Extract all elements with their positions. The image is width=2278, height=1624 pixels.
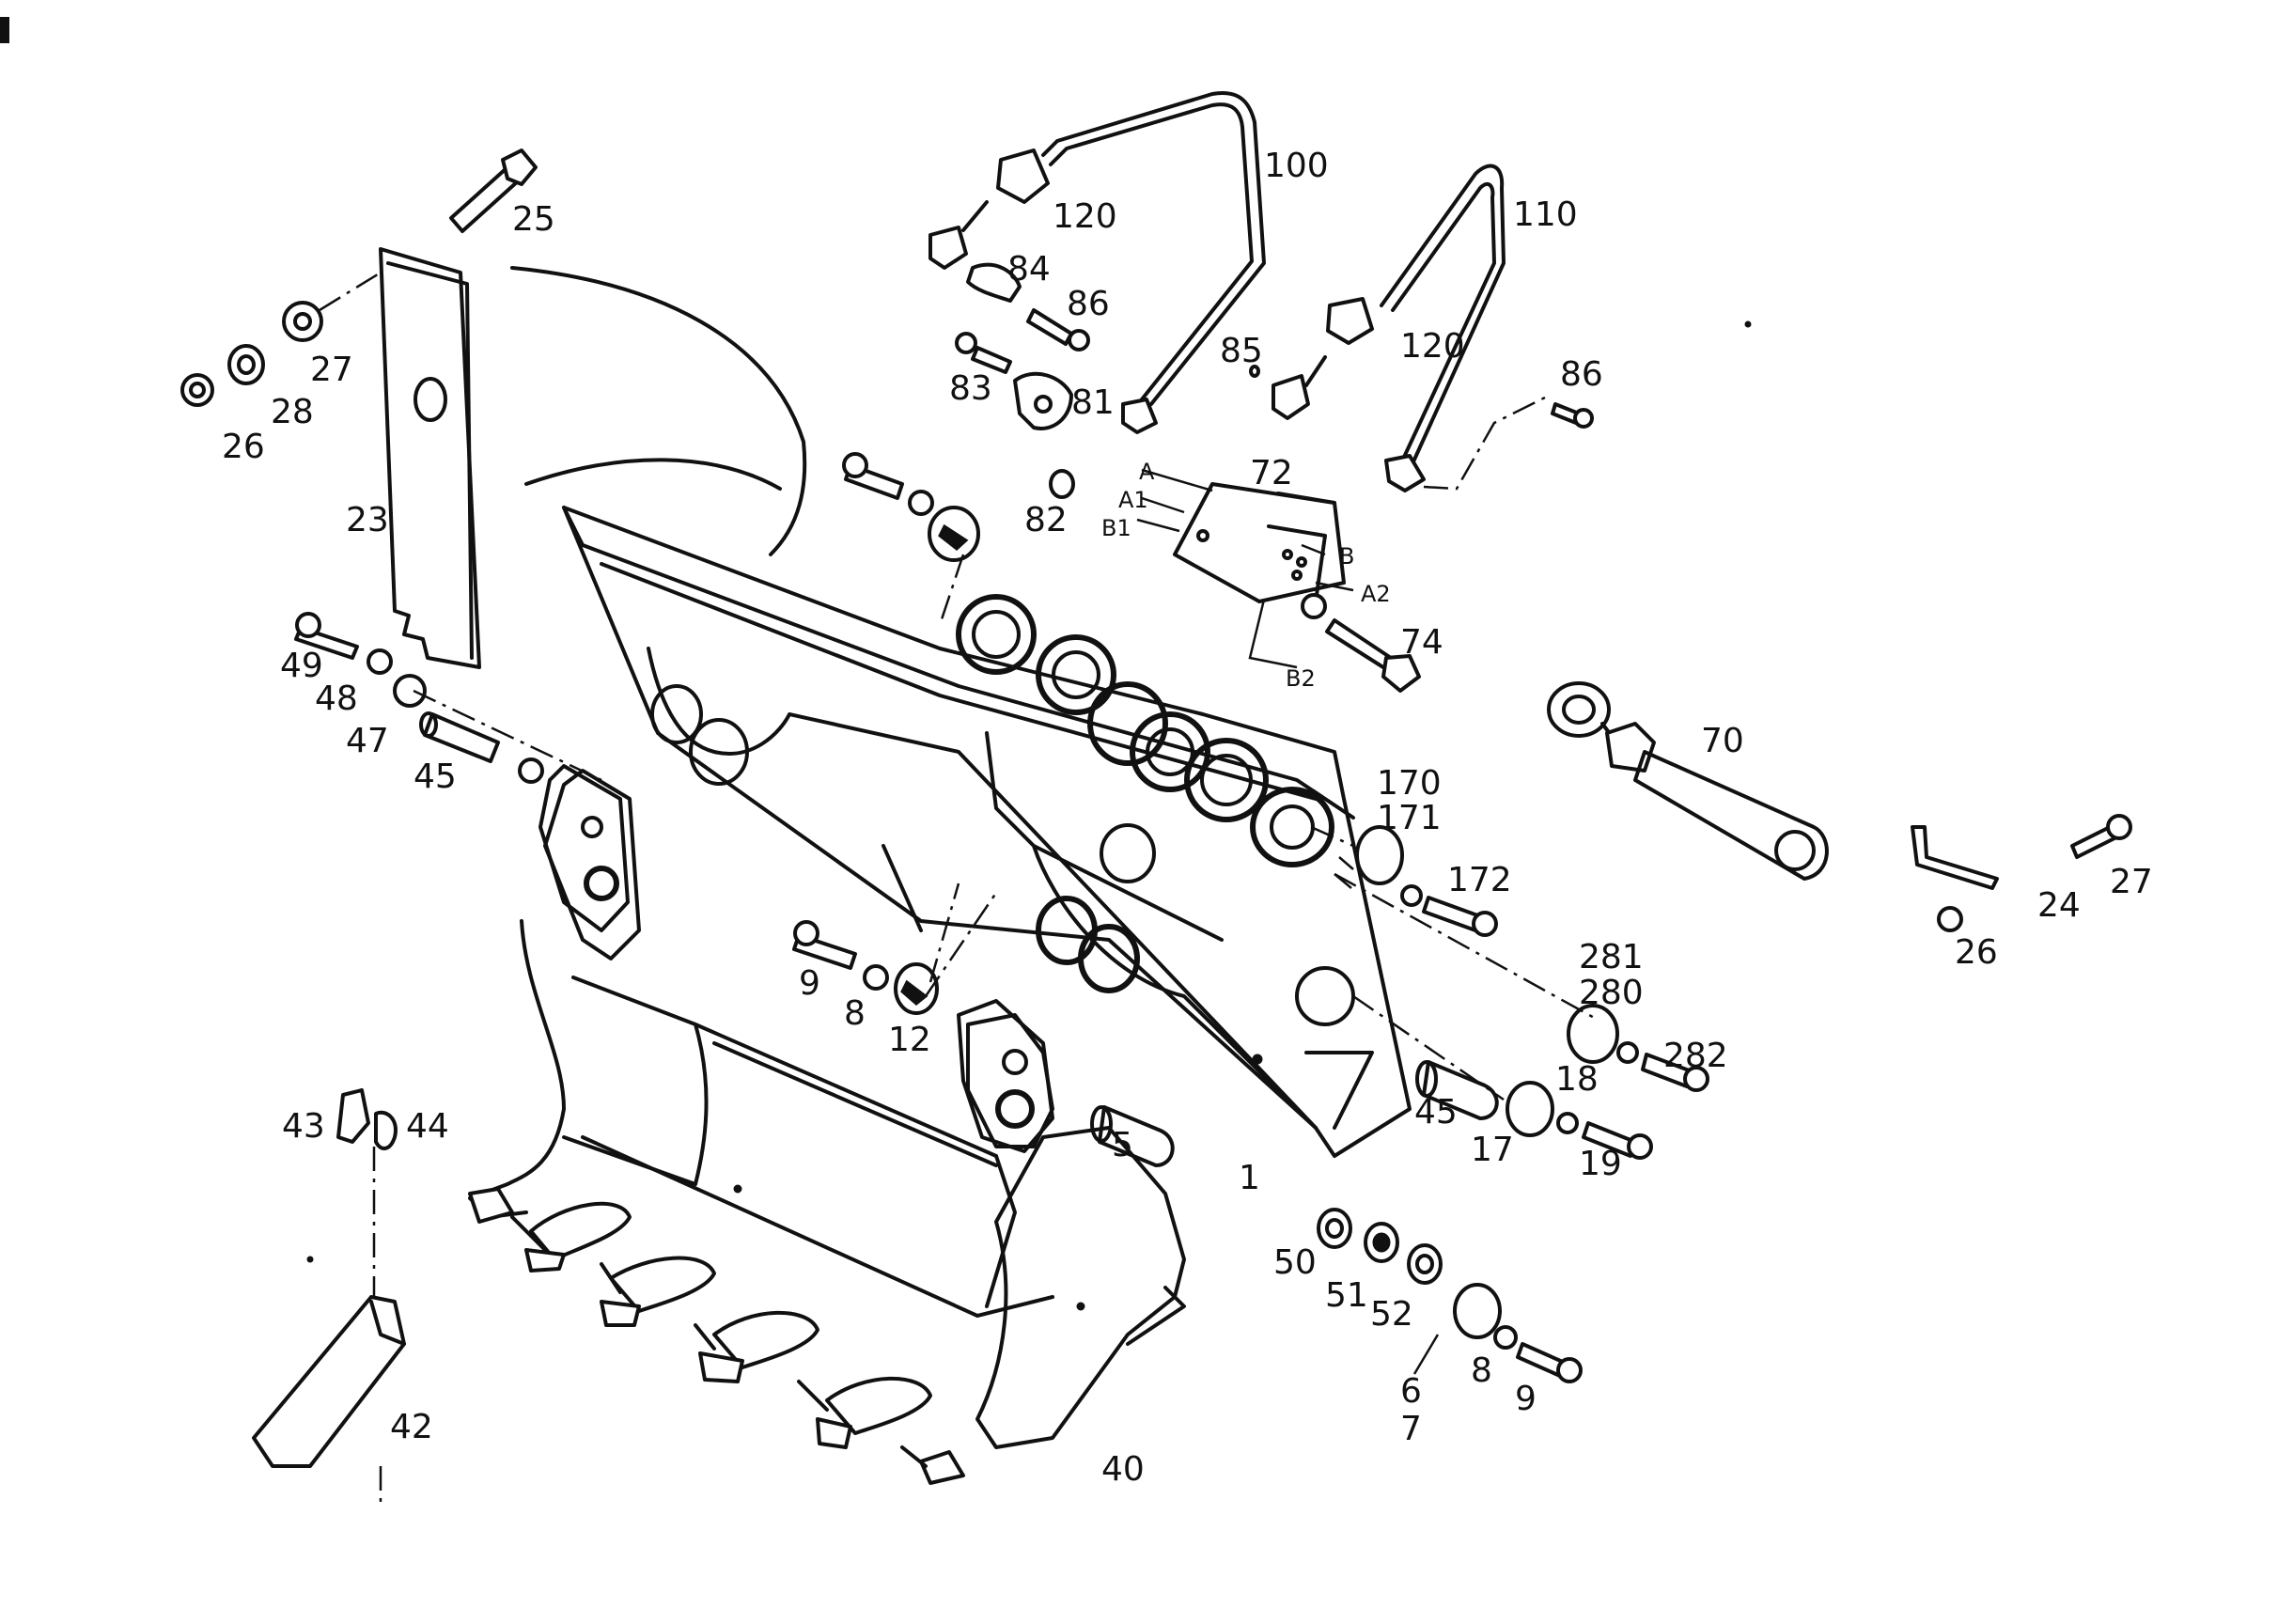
label-9-right: 9 <box>1515 1380 1537 1418</box>
label-120-top: 120 <box>1053 197 1117 236</box>
bolt-86-top <box>1026 308 1090 351</box>
bolt-27-right <box>2070 814 2132 859</box>
cylinder-70 <box>1547 681 1829 881</box>
label-85: 85 <box>1220 332 1263 370</box>
label-28: 28 <box>271 393 314 431</box>
cap-170 <box>1355 825 1498 937</box>
bolt-86-right <box>1551 402 1594 429</box>
label-18: 18 <box>1555 1060 1599 1099</box>
label-281: 281 <box>1579 938 1644 976</box>
label-19: 19 <box>1579 1145 1622 1183</box>
label-12: 12 <box>888 1021 931 1059</box>
nut-washer-set-left <box>180 271 382 407</box>
label-86-top: 86 <box>1067 285 1110 323</box>
label-44: 44 <box>406 1107 449 1146</box>
label-172: 172 <box>1447 861 1512 899</box>
label-45-right: 45 <box>1414 1093 1458 1132</box>
label-1: 1 <box>1239 1159 1260 1197</box>
side-lug-right <box>957 999 1054 1153</box>
cap-17 <box>1506 1081 1653 1160</box>
label-8-left: 8 <box>844 994 866 1033</box>
label-27-right: 27 <box>2110 863 2153 901</box>
port-label-b1: B1 <box>1101 515 1131 541</box>
port-label-a2: A2 <box>1361 581 1391 607</box>
label-17: 17 <box>1471 1131 1514 1169</box>
label-82: 82 <box>1024 501 1068 539</box>
label-50: 50 <box>1273 1243 1317 1282</box>
nut-26-right <box>1937 906 1963 932</box>
label-6: 6 <box>1400 1372 1422 1411</box>
label-5: 5 <box>1112 1126 1133 1164</box>
label-84: 84 <box>1007 250 1051 289</box>
pin-assembly-left <box>294 612 602 784</box>
o-ring-85 <box>1249 365 1260 378</box>
label-170: 170 <box>1377 764 1442 803</box>
label-23: 23 <box>346 501 389 539</box>
label-171: 171 <box>1377 799 1442 837</box>
plate-23 <box>379 247 481 669</box>
tooth-assembly <box>252 1088 406 1504</box>
label-49: 49 <box>280 647 323 685</box>
pin-45-right <box>1415 1060 1499 1120</box>
label-48: 48 <box>315 679 358 718</box>
label-45-left: 45 <box>413 757 457 796</box>
label-83: 83 <box>949 369 992 408</box>
label-43: 43 <box>282 1107 325 1146</box>
label-110: 110 <box>1513 195 1578 234</box>
bucket-shell <box>468 769 1186 1485</box>
bolt-83 <box>955 332 1012 374</box>
end-cap-6 <box>1453 1283 1583 1383</box>
port-label-a: A <box>1139 459 1155 485</box>
label-42: 42 <box>390 1408 433 1446</box>
pin-5 <box>1090 1105 1175 1167</box>
label-7: 7 <box>1400 1410 1422 1448</box>
shim-washers <box>1317 1208 1443 1285</box>
port-label-a1: A1 <box>1118 487 1148 513</box>
label-40: 40 <box>1101 1450 1145 1489</box>
bolt-74 <box>1301 593 1421 693</box>
cap-280 <box>1567 1004 1709 1092</box>
label-52: 52 <box>1370 1295 1413 1334</box>
label-51: 51 <box>1325 1276 1368 1315</box>
clamp-120-top <box>928 148 1050 270</box>
label-24: 24 <box>2037 886 2081 925</box>
label-81: 81 <box>1071 383 1115 422</box>
label-8-right: 8 <box>1471 1351 1492 1390</box>
clamp-120-mid <box>1272 297 1374 420</box>
flange-81 <box>1013 371 1073 430</box>
corner-mark <box>0 17 9 43</box>
label-86-right: 86 <box>1560 355 1603 394</box>
fitting-84 <box>966 262 1022 303</box>
label-9-left: 9 <box>799 964 820 1003</box>
label-74: 74 <box>1400 623 1443 662</box>
label-27-left: 27 <box>310 351 353 389</box>
port-label-b: B <box>1339 543 1354 570</box>
clip-24 <box>1911 825 1999 890</box>
label-47: 47 <box>346 722 389 760</box>
port-label-b2: B2 <box>1286 665 1316 692</box>
label-72: 72 <box>1250 454 1293 492</box>
label-120-mid: 120 <box>1400 327 1465 366</box>
label-26-right: 26 <box>1955 933 1998 972</box>
o-ring-82 <box>1049 469 1075 499</box>
side-lug-left <box>538 764 630 932</box>
pin-cap-12 <box>792 920 939 1015</box>
label-280: 280 <box>1579 974 1644 1012</box>
bolt-25 <box>449 148 538 233</box>
pin-cap-top <box>842 452 980 626</box>
label-26-left: 26 <box>222 428 265 466</box>
bucket-frame <box>510 266 1412 1158</box>
label-100: 100 <box>1264 147 1329 185</box>
label-282: 282 <box>1663 1037 1728 1075</box>
hydraulic-line-110 <box>1380 164 1552 492</box>
hydraulic-line-100 <box>1041 91 1266 434</box>
label-70: 70 <box>1701 722 1744 760</box>
label-25: 25 <box>512 200 555 239</box>
valve-block-72 <box>1136 468 1354 669</box>
